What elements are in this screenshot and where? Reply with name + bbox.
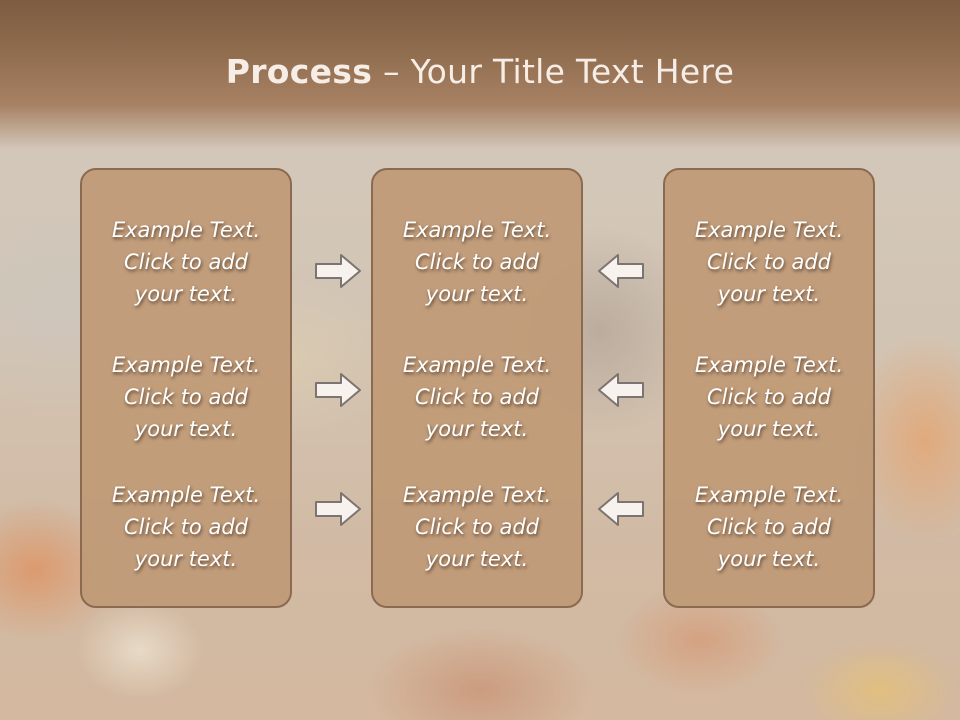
text-line: your text. [425, 282, 529, 306]
process-box-right[interactable]: Example Text. Click to add your text. Ex… [663, 168, 875, 608]
arrow-left-icon [598, 492, 644, 526]
text-block[interactable]: Example Text. Click to add your text. [665, 349, 873, 445]
title-band [0, 0, 960, 150]
text-line: Example Text. [111, 353, 261, 377]
text-line: Example Text. [111, 218, 261, 242]
text-block[interactable]: Example Text. Click to add your text. [373, 349, 581, 445]
text-line: Example Text. [402, 353, 552, 377]
text-line: Click to add [414, 385, 539, 409]
arrow-right-icon [315, 373, 361, 407]
text-block[interactable]: Example Text. Click to add your text. [82, 479, 290, 575]
arrow-right-icon [315, 492, 361, 526]
text-line: Click to add [123, 385, 248, 409]
process-box-left[interactable]: Example Text. Click to add your text. Ex… [80, 168, 292, 608]
slide-title[interactable]: Process – Your Title Text Here [0, 52, 960, 91]
text-line: Click to add [123, 250, 248, 274]
text-line: your text. [425, 417, 529, 441]
arrow-left-icon [598, 254, 644, 288]
text-line: Example Text. [402, 483, 552, 507]
text-line: Click to add [706, 385, 831, 409]
text-line: Click to add [414, 515, 539, 539]
text-line: your text. [134, 282, 238, 306]
text-line: Click to add [123, 515, 248, 539]
title-dash: – [372, 52, 411, 91]
text-line: Example Text. [402, 218, 552, 242]
title-bold: Process [225, 52, 373, 91]
text-line: Example Text. [694, 353, 844, 377]
text-line: your text. [717, 417, 821, 441]
process-box-center[interactable]: Example Text. Click to add your text. Ex… [371, 168, 583, 608]
text-block[interactable]: Example Text. Click to add your text. [373, 214, 581, 310]
text-block[interactable]: Example Text. Click to add your text. [82, 214, 290, 310]
text-line: your text. [717, 282, 821, 306]
text-line: Click to add [414, 250, 539, 274]
title-rest: Your Title Text Here [410, 52, 735, 91]
text-block[interactable]: Example Text. Click to add your text. [665, 479, 873, 575]
text-line: Example Text. [694, 218, 844, 242]
text-block[interactable]: Example Text. Click to add your text. [665, 214, 873, 310]
text-line: your text. [717, 547, 821, 571]
text-line: your text. [425, 547, 529, 571]
text-line: your text. [134, 547, 238, 571]
text-block[interactable]: Example Text. Click to add your text. [373, 479, 581, 575]
text-block[interactable]: Example Text. Click to add your text. [82, 349, 290, 445]
text-line: your text. [134, 417, 238, 441]
arrow-right-icon [315, 254, 361, 288]
text-line: Click to add [706, 515, 831, 539]
text-line: Click to add [706, 250, 831, 274]
text-line: Example Text. [111, 483, 261, 507]
text-line: Example Text. [694, 483, 844, 507]
arrow-left-icon [598, 373, 644, 407]
